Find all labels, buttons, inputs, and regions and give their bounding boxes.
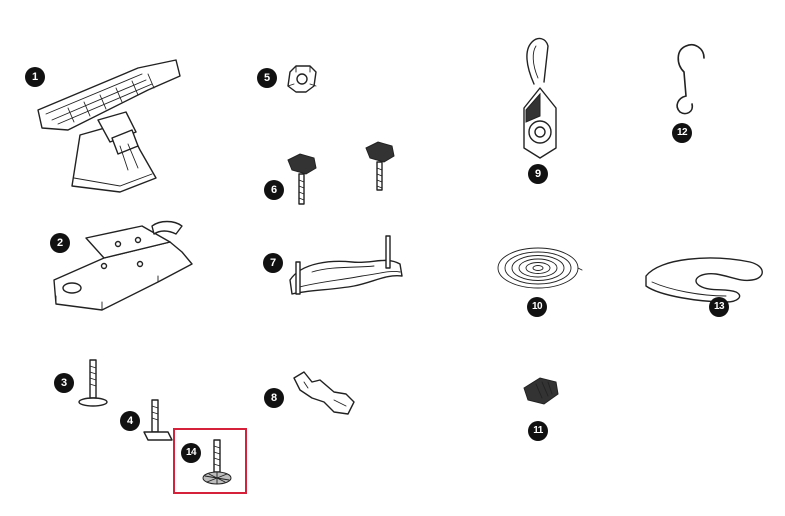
badge-1: 1	[25, 67, 45, 87]
part-10-coiled-strap-illustration	[497, 247, 583, 289]
part-11-buckle-cap-illustration	[523, 377, 559, 405]
part-14-serrated-bolt-illustration	[202, 439, 232, 485]
badge-11: 11	[528, 421, 548, 441]
part-8-wrench-illustration	[293, 371, 355, 415]
badge-6: 6	[264, 180, 284, 200]
part-7-cradle-bracket-illustration	[289, 235, 403, 295]
badge-4: 4	[120, 411, 140, 431]
part-12-s-hook-illustration	[676, 43, 705, 115]
part-13-strap-loop-illustration	[645, 257, 763, 303]
badge-12: 12	[672, 123, 692, 143]
badge-14: 14	[181, 443, 201, 463]
part-9-carabiner-pulley-illustration	[523, 37, 557, 159]
part-4-t-bolt-illustration	[143, 399, 173, 441]
badge-5: 5	[257, 68, 277, 88]
badge-7: 7	[263, 253, 283, 273]
part-1-mount-illustration	[37, 59, 181, 193]
part-2-base-plate-illustration	[53, 220, 193, 311]
part-6-knob-bolt-second-illustration	[365, 141, 395, 191]
part-3-flat-bolt-illustration	[78, 359, 108, 407]
badge-2: 2	[50, 233, 70, 253]
badge-8: 8	[264, 388, 284, 408]
badge-13: 13	[709, 297, 729, 317]
badge-9: 9	[528, 164, 548, 184]
part-5-small-knob-illustration	[287, 65, 317, 93]
part-14-highlight-box	[173, 428, 247, 494]
badge-10: 10	[527, 297, 547, 317]
part-6-knob-bolt-illustration	[287, 153, 317, 205]
badge-3: 3	[54, 373, 74, 393]
